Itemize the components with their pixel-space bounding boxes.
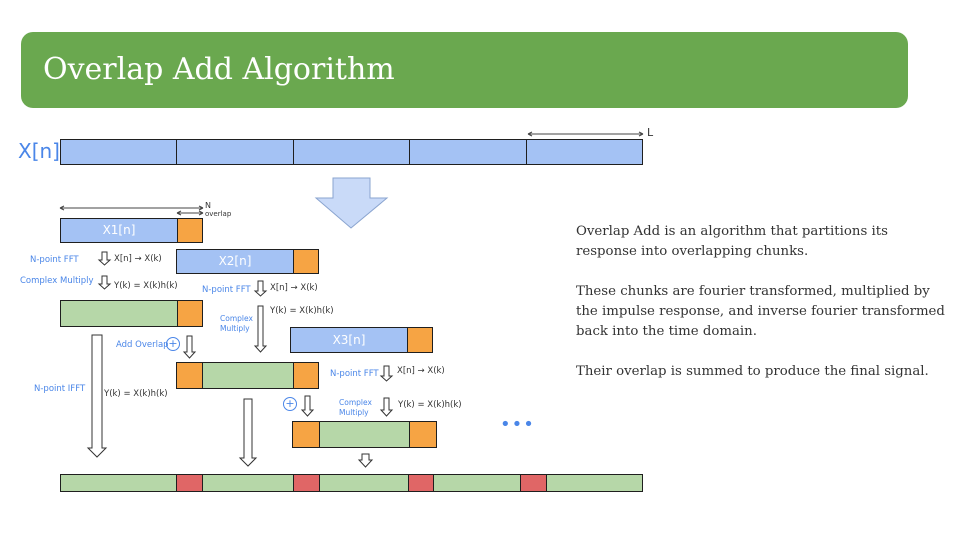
description: Overlap Add is an algorithm that partiti…	[576, 222, 948, 402]
multiply-arrow-2-icon	[253, 305, 268, 353]
output-arrow-2-icon	[238, 398, 258, 467]
N-label: N	[205, 201, 211, 210]
chunk-3-head	[292, 421, 320, 448]
N-dimension-line	[59, 205, 204, 216]
multiply-label-3b: Multiply	[339, 408, 369, 417]
fft-label-3: N-point FFT	[330, 369, 379, 379]
multiply-label-2a: Complex	[220, 314, 253, 323]
ifft-label: N-point IFFT	[34, 384, 86, 394]
output-arrow-3-icon	[357, 453, 374, 468]
multiply-eq-2: Y(k) = X(k)h(k)	[270, 306, 334, 316]
multiply-label-3a: Complex	[339, 398, 372, 407]
chunk-3-block	[290, 327, 408, 353]
overlap-label: overlap	[205, 210, 232, 218]
fft-arrow-1-icon	[97, 251, 112, 266]
chunk-3-label: X3[n]	[332, 333, 366, 347]
signal-segment-3	[293, 139, 410, 165]
fft-arrow-3-icon	[379, 365, 394, 382]
chunk-2-label: X2[n]	[218, 254, 252, 268]
chunk-1-spectrum-tail	[177, 300, 203, 327]
title-bar: Overlap Add Algorithm	[21, 32, 908, 108]
signal-label: X[n]	[18, 139, 60, 163]
multiply-eq-3: Y(k) = X(k)h(k)	[398, 400, 462, 410]
add-overlap-label-1: Add Overlap	[116, 340, 169, 350]
chunk-2-overlap	[293, 249, 319, 274]
fft-eq-3: X[n] → X(k)	[397, 366, 445, 376]
big-down-arrow-icon	[314, 177, 389, 229]
description-paragraph-3: Their overlap is summed to produce the f…	[576, 364, 929, 379]
description-paragraph-2: These chunks are fourier transformed, mu…	[576, 284, 945, 339]
multiply-label-1: Complex Multiply	[20, 276, 94, 286]
output-segment-5	[546, 474, 643, 492]
multiply-eq-ifft: Y(k) = X(k)h(k)	[104, 389, 168, 399]
multiply-eq-1: Y(k) = X(k)h(k)	[114, 281, 178, 291]
chunk-2-head	[176, 362, 203, 389]
fft-label-1: N-point FFT	[30, 255, 79, 265]
plus-icon-2: +	[283, 397, 297, 411]
ellipsis-more: •••	[500, 414, 535, 435]
fft-arrow-2-icon	[253, 280, 268, 297]
add-overlap-arrow-1-icon	[182, 335, 197, 359]
plus-icon: +	[166, 337, 180, 351]
chunk-3-spectrum-tail	[409, 421, 437, 448]
chunk-3-overlap	[407, 327, 433, 353]
fft-eq-2: X[n] → X(k)	[270, 283, 318, 293]
chunk-1-spectrum	[60, 300, 178, 327]
add-overlap-arrow-2-icon	[300, 395, 315, 417]
fft-label-2: N-point FFT	[202, 285, 251, 295]
chunk-2-spectrum-tail	[293, 362, 319, 389]
fft-eq-1: X[n] → X(k)	[114, 254, 162, 264]
chunk-3-spectrum	[319, 421, 411, 448]
signal-segment-2	[176, 139, 294, 165]
multiply-label-2b: Multiply	[220, 324, 250, 333]
description-paragraph-1: Overlap Add is an algorithm that partiti…	[576, 224, 888, 259]
multiply-arrow-3-icon	[379, 397, 394, 417]
chunk-1-overlap	[177, 218, 203, 243]
signal-segment-5	[526, 139, 643, 165]
chunk-1-label: X1[n]	[102, 223, 136, 237]
L-dimension-line	[527, 131, 644, 137]
L-label: L	[647, 126, 654, 139]
multiply-arrow-1-icon	[97, 275, 112, 290]
chunk-1-block	[60, 218, 178, 243]
signal-segment-4	[409, 139, 527, 165]
ifft-arrow-icon	[86, 334, 108, 458]
page-title: Overlap Add Algorithm	[43, 52, 395, 87]
